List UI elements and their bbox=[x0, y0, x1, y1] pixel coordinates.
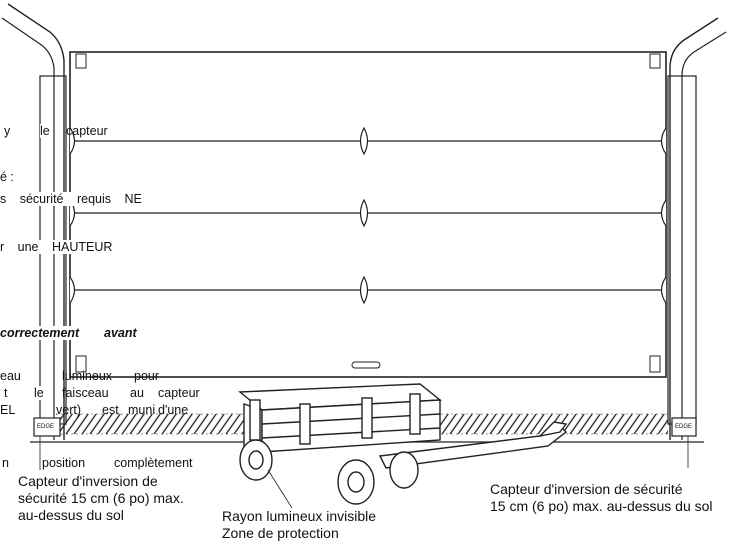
right-sensor-caption: Capteur d'inversion de sécurité 15 cm (6… bbox=[490, 481, 713, 515]
manual-text-fragment: avant bbox=[104, 326, 137, 340]
bottom-bracket-right bbox=[649, 355, 661, 373]
manual-text-fragment: au bbox=[130, 386, 144, 400]
hinge-right bbox=[660, 199, 667, 227]
manual-text-fragment: s sécurité requis NE bbox=[0, 192, 142, 206]
left-track-rail-inner bbox=[1, 17, 55, 440]
manual-text-fragment: faisceau bbox=[62, 386, 109, 400]
top-bracket-left bbox=[75, 53, 87, 69]
manual-text-fragment: capteur bbox=[158, 386, 200, 400]
top-bracket-right bbox=[649, 53, 661, 69]
hinge-left bbox=[69, 276, 76, 304]
manual-text-fragment: EL bbox=[0, 403, 16, 417]
beam-caption: Rayon lumineux invisible Zone de protect… bbox=[222, 508, 377, 542]
manual-text-fragment: le bbox=[34, 386, 44, 400]
manual-text-fragment: complètement bbox=[114, 456, 193, 470]
right-track-rail-inner bbox=[681, 31, 727, 440]
manual-text-fragment: correctement bbox=[0, 326, 80, 340]
manual-text-fragment: t bbox=[4, 386, 8, 400]
wagon bbox=[238, 383, 568, 505]
manual-text-fragment: d'une bbox=[158, 403, 189, 417]
right-sensor-tag: EDGE bbox=[675, 424, 693, 430]
door-handle bbox=[351, 361, 381, 369]
manual-text-fragment: est bbox=[102, 403, 119, 417]
beam-leader-line bbox=[267, 469, 293, 509]
manual-text-fragment: le bbox=[40, 124, 50, 138]
left-sensor-caption: Capteur d'inversion de sécurité 15 cm (6… bbox=[18, 473, 184, 524]
hinge-center bbox=[359, 198, 369, 228]
hinge-center bbox=[359, 275, 369, 305]
manual-text-fragment: lumineux bbox=[62, 369, 113, 383]
manual-text-fragment: position bbox=[42, 456, 86, 470]
right-safety-sensor bbox=[671, 417, 697, 437]
hinge-right bbox=[660, 276, 667, 304]
hinge-center bbox=[359, 126, 369, 156]
right-track-rail bbox=[669, 17, 719, 440]
manual-text-fragment: r une HAUTEUR bbox=[0, 240, 113, 254]
hinge-right bbox=[660, 127, 667, 155]
manual-text-fragment: y bbox=[4, 124, 11, 138]
manual-text-fragment: vert) bbox=[56, 403, 81, 417]
bottom-bracket-left bbox=[75, 355, 87, 373]
hinge-left bbox=[69, 127, 76, 155]
manual-text-fragment: pour bbox=[134, 369, 160, 383]
left-track-rail bbox=[7, 3, 65, 440]
left-sensor-tag: EDGE bbox=[37, 424, 55, 430]
manual-text-fragment: eau bbox=[0, 369, 21, 383]
manual-text-fragment: é : bbox=[0, 170, 14, 184]
manual-text-fragment: n bbox=[2, 456, 9, 470]
manual-text-fragment: muni bbox=[128, 403, 156, 417]
left-safety-sensor bbox=[33, 417, 61, 437]
manual-text-fragment: capteur bbox=[66, 124, 108, 138]
